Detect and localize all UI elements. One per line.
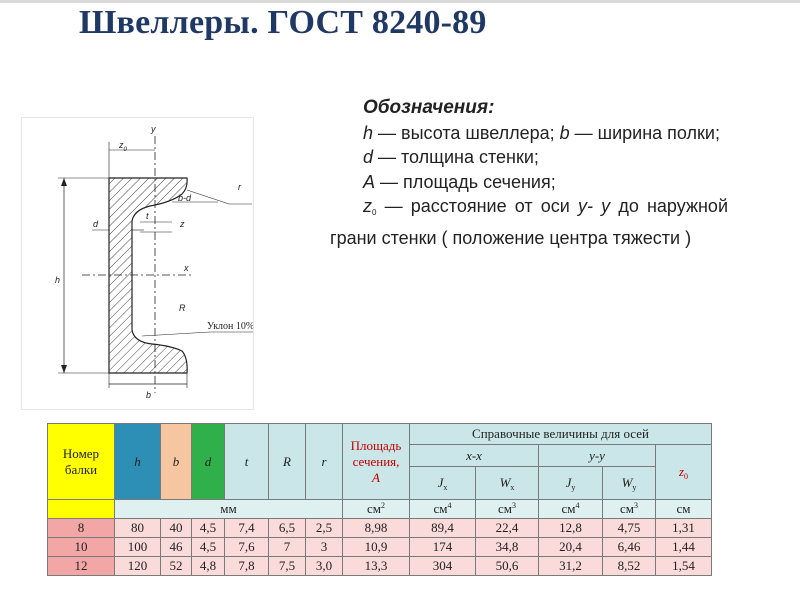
cell-Wx: 34,8 xyxy=(475,537,539,557)
header-Wy: Wy xyxy=(602,466,656,500)
header-xx: x-x xyxy=(409,444,539,467)
units-empty xyxy=(47,499,115,519)
header-Jx: Jx xyxy=(409,466,476,500)
label-b-minus-d: b-d xyxy=(178,193,192,203)
header-z0: z0 xyxy=(655,444,712,500)
cell-Wy: 6,46 xyxy=(602,537,656,557)
cell-area: 13,3 xyxy=(342,556,410,576)
header-t: t xyxy=(224,423,269,500)
cell-Jx: 304 xyxy=(409,556,476,576)
cell-R: 7,5 xyxy=(268,556,306,576)
units-cm4-y: см4 xyxy=(538,499,603,519)
cell-r: 3,0 xyxy=(305,556,343,576)
cell-t: 7,4 xyxy=(224,518,269,538)
cell-Jy: 12,8 xyxy=(538,518,603,538)
header-ref: Справочные величины для осей xyxy=(409,423,712,445)
cell-b: 40 xyxy=(160,518,192,538)
channel-table: Номер балки h b d t R r Площадь сечения,… xyxy=(47,423,712,576)
units-cm2: см2 xyxy=(342,499,410,519)
label-t: t xyxy=(146,211,149,221)
label-R: R xyxy=(179,303,186,313)
table-row: 12 120 52 4,8 7,8 7,5 3,0 13,3 304 50,6 … xyxy=(47,556,712,576)
cell-area: 10,9 xyxy=(342,537,410,557)
header-b: b xyxy=(160,423,192,500)
header-r: r xyxy=(305,423,343,500)
channel-section-diagram: y z0 r b-d d t z h x R Уклон 10% b xyxy=(22,118,294,409)
page-title: Швеллеры. ГОСТ 8240-89 xyxy=(79,4,487,41)
channel-section-svg: y z0 r b-d d t z h x R Уклон 10% b xyxy=(55,124,294,400)
header-yy: y-y xyxy=(538,444,656,467)
top-border xyxy=(0,0,800,3)
channel-profile xyxy=(108,177,188,374)
cell-r: 2,5 xyxy=(305,518,343,538)
label-d: d xyxy=(93,219,99,229)
units-cm3-y: см3 xyxy=(602,499,656,519)
cell-Jy: 20,4 xyxy=(538,537,603,557)
label-r: r xyxy=(238,182,242,192)
cell-Jx: 174 xyxy=(409,537,476,557)
units-cm3-x: см3 xyxy=(475,499,539,519)
cell-z0: 1,44 xyxy=(655,537,712,557)
cell-b: 46 xyxy=(160,537,192,557)
units-cm4-x: см4 xyxy=(409,499,476,519)
cell-Wy: 4,75 xyxy=(602,518,656,538)
cell-t: 7,6 xyxy=(224,537,269,557)
cell-Jx: 89,4 xyxy=(409,518,476,538)
header-h: h xyxy=(114,423,161,500)
legend-a: A — площадь сечения; xyxy=(363,171,556,192)
cell-h: 100 xyxy=(114,537,161,557)
cell-z0: 1,31 xyxy=(655,518,712,538)
legend-block: Обозначения: h — высота швеллера; b — ши… xyxy=(330,96,728,250)
cell-nomer: 8 xyxy=(47,518,115,538)
cell-d: 4,5 xyxy=(191,518,225,538)
cell-d: 4,5 xyxy=(191,537,225,557)
cell-z0: 1,54 xyxy=(655,556,712,576)
cell-t: 7,8 xyxy=(224,556,269,576)
legend-h-b: h — высота швеллера; b — ширина полки; xyxy=(363,122,720,143)
header-Jy: Jy xyxy=(538,466,603,500)
cell-h: 80 xyxy=(114,518,161,538)
units-cm: см xyxy=(655,499,712,519)
cell-Wx: 22,4 xyxy=(475,518,539,538)
header-area: Площадь сечения,A xyxy=(342,423,410,500)
cell-R: 7 xyxy=(268,537,306,557)
label-h: h xyxy=(55,275,60,285)
cell-Jy: 31,2 xyxy=(538,556,603,576)
cell-R: 6,5 xyxy=(268,518,306,538)
label-b: b xyxy=(146,390,151,400)
cell-Wx: 50,6 xyxy=(475,556,539,576)
label-y: y xyxy=(150,124,156,134)
header-d: d xyxy=(191,423,225,500)
label-z0: z0 xyxy=(118,140,128,153)
cell-Wy: 8,52 xyxy=(602,556,656,576)
cell-b: 52 xyxy=(160,556,192,576)
table-row: 10 100 46 4,5 7,6 7 3 10,9 174 34,8 20,4… xyxy=(47,537,712,557)
cell-nomer: 12 xyxy=(47,556,115,576)
header-R: R xyxy=(268,423,306,500)
cell-h: 120 xyxy=(114,556,161,576)
cell-area: 8,98 xyxy=(342,518,410,538)
table-row: 8 80 40 4,5 7,4 6,5 2,5 8,98 89,4 22,4 1… xyxy=(47,518,712,538)
cell-r: 3 xyxy=(305,537,343,557)
cell-d: 4,8 xyxy=(191,556,225,576)
legend-z0: z0 — расстояние от оси y- y до наружной … xyxy=(330,196,728,248)
cell-nomer: 10 xyxy=(47,537,115,557)
label-x: x xyxy=(183,263,189,273)
label-z: z xyxy=(179,219,185,229)
label-slope: Уклон 10% xyxy=(207,321,253,332)
header-nomer: Номер балки xyxy=(47,423,115,500)
legend-heading: Обозначения: xyxy=(363,97,495,118)
units-mm: мм xyxy=(114,499,343,519)
header-Wx: Wx xyxy=(475,466,539,500)
legend-d: d — толщина стенки; xyxy=(363,147,539,167)
